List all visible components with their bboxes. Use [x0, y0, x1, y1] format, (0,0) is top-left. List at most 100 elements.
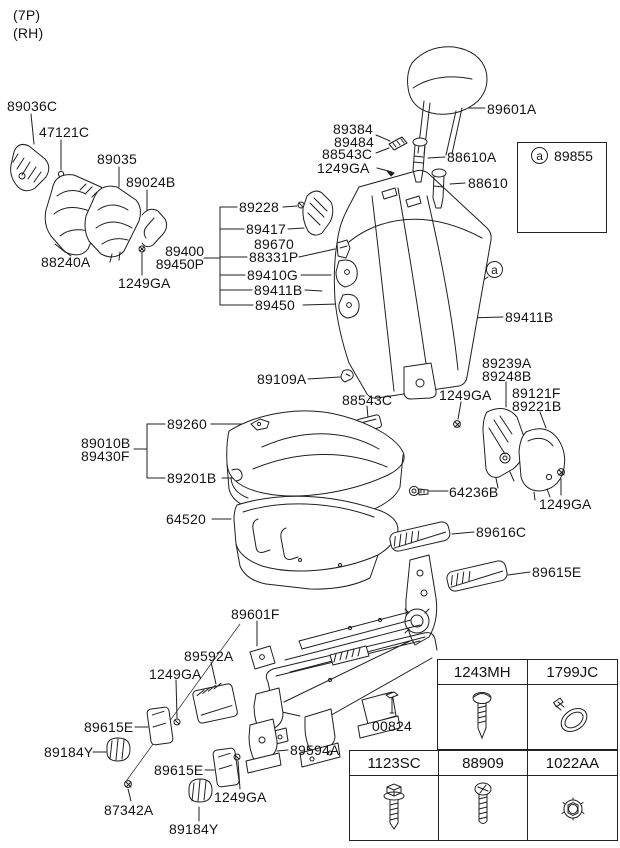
part-screw-87342a	[124, 780, 132, 788]
part-bolt-1249ga-4	[557, 468, 565, 476]
part-label-89035: 89035	[97, 151, 137, 167]
part-label-89601f: 89601F	[231, 606, 280, 622]
part-label-89239a: 89239A	[482, 355, 532, 371]
part-label-88543c-1: 88543C	[322, 146, 373, 162]
part-label-89855: 89855	[554, 147, 593, 164]
part-label-88610: 88610	[468, 175, 508, 191]
part-label-89400: 89400	[165, 243, 204, 259]
part-label-89450: 89450	[255, 297, 295, 313]
part-label-89670: 89670	[254, 236, 294, 252]
assembly-group-labels: 89400 89450P	[138, 243, 204, 272]
part-label-89616c: 89616C	[476, 524, 527, 540]
part-label-89592a: 89592A	[184, 648, 234, 664]
part-bracket-89594a	[245, 718, 282, 774]
inset-header: a 89855	[518, 147, 606, 164]
part-label-89010b: 89010B	[81, 435, 131, 451]
callout-a-letter: a	[491, 262, 498, 277]
part-label-89615e-3: 89615E	[154, 762, 204, 778]
part-label-89594a: 89594A	[290, 742, 340, 758]
part-bolt-1249ga-1	[138, 245, 146, 253]
part-bolt-64236b	[408, 485, 429, 497]
inset-a-letter: a	[536, 148, 543, 163]
part-label-1249ga-4: 1249GA	[539, 496, 592, 512]
part-label-89121f: 89121F	[512, 385, 561, 401]
part-clip-88331p	[336, 239, 351, 259]
part-cover-89615e-3	[212, 747, 240, 788]
part-cap-89184y-1	[106, 737, 131, 762]
part-label-89248b: 89248B	[482, 368, 532, 384]
part-pan-64520	[233, 495, 399, 590]
fastener-code-1022aa: 1022AA	[528, 751, 617, 776]
part-guide-88610a	[412, 137, 428, 183]
flange-nut-icon	[561, 797, 584, 821]
fastener-code-88909: 88909	[439, 751, 528, 776]
part-label-89384: 89384	[333, 121, 373, 137]
part-label-89260: 89260	[167, 416, 207, 432]
part-label-89201b: 89201B	[167, 470, 217, 486]
part-label-89615e-2: 89615E	[84, 719, 134, 735]
part-clip-89260	[250, 418, 270, 431]
part-label-89109a: 89109A	[257, 371, 307, 387]
part-label-89417: 89417	[246, 221, 286, 237]
part-label-88331p: 88331P	[249, 249, 299, 265]
part-headrest-89601a	[407, 46, 488, 156]
part-screw-1249ga-6	[233, 753, 241, 761]
part-label-89024b: 89024B	[126, 174, 176, 190]
part-cushion-89201b	[226, 410, 405, 519]
part-label-89410g: 89410G	[247, 267, 299, 283]
part-recliner-inner-89239a	[482, 407, 526, 489]
part-cap-89184y-2	[188, 778, 213, 803]
fastener-cell-1123sc	[350, 776, 439, 840]
part-label-47121c: 47121C	[39, 124, 90, 140]
part-label-88610a: 88610A	[447, 149, 497, 165]
part-label-64236b: 64236B	[449, 484, 499, 500]
side-label: (RH)	[13, 25, 44, 41]
part-bolt-1249ga-3	[453, 420, 461, 428]
part-seat-back-89411b	[333, 169, 492, 400]
part-cover-89592a	[192, 682, 238, 724]
fastener-code-1243mh: 1243MH	[438, 660, 528, 685]
part-label-87342a: 87342A	[104, 802, 154, 818]
part-clip-89109a	[340, 369, 354, 383]
part-label-1249ga-2: 1249GA	[317, 160, 370, 176]
part-label-00824: 00824	[372, 718, 412, 734]
part-hook-89024b	[141, 208, 168, 248]
hex-bolt-icon	[383, 783, 405, 830]
part-label-89411b-main: 89411B	[505, 309, 554, 325]
leader-lines	[30, 107, 562, 822]
part-label-1249ga-1: 1249GA	[118, 275, 171, 291]
part-label-89184y-2: 89184Y	[169, 821, 219, 837]
tapping-screw-icon	[472, 692, 492, 740]
part-label-89221b: 89221B	[512, 398, 562, 414]
part-guide-88610	[431, 168, 447, 209]
part-recliner-cover-89121f	[518, 428, 566, 501]
part-pin-00824	[385, 691, 399, 714]
fastener-table-top: 1243MH 1799JC	[437, 659, 618, 750]
part-cover-89615e-2	[146, 706, 174, 746]
part-label-89450p: 89450P	[155, 256, 204, 272]
fastener-cell-1022aa	[528, 776, 617, 840]
part-screw-1249ga-5	[173, 718, 181, 726]
oval-head-screw-icon	[474, 782, 492, 824]
fastener-table-bottom: 1123SC 88909 1022AA	[349, 750, 618, 841]
part-label-1249ga-6: 1249GA	[214, 789, 267, 805]
callout-a-badge: a	[486, 261, 503, 278]
part-label-1249ga-5: 1249GA	[149, 666, 202, 682]
part-latch-89417	[302, 190, 334, 236]
part-shield-89615e-1	[446, 560, 508, 592]
inset-a-badge: a	[531, 147, 549, 164]
part-label-89036c: 89036C	[7, 98, 58, 114]
fastener-code-1123sc: 1123SC	[350, 751, 439, 776]
variant-label: (7P)	[13, 7, 41, 23]
part-label-89484: 89484	[334, 134, 374, 150]
part-cover-89036c	[10, 144, 50, 192]
part-shield-89616c	[389, 521, 451, 552]
part-label-1249ga-3: 1249GA	[439, 387, 492, 403]
fastener-cell-88909	[439, 776, 528, 840]
part-cover-89035	[84, 185, 141, 263]
part-label-89430f: 89430F	[81, 448, 130, 464]
inset-box-89855: a 89855	[517, 142, 607, 233]
part-label-89615e-1: 89615E	[532, 564, 582, 580]
fastener-cell-1799jc	[528, 685, 618, 749]
part-label-64520: 64520	[166, 511, 206, 527]
